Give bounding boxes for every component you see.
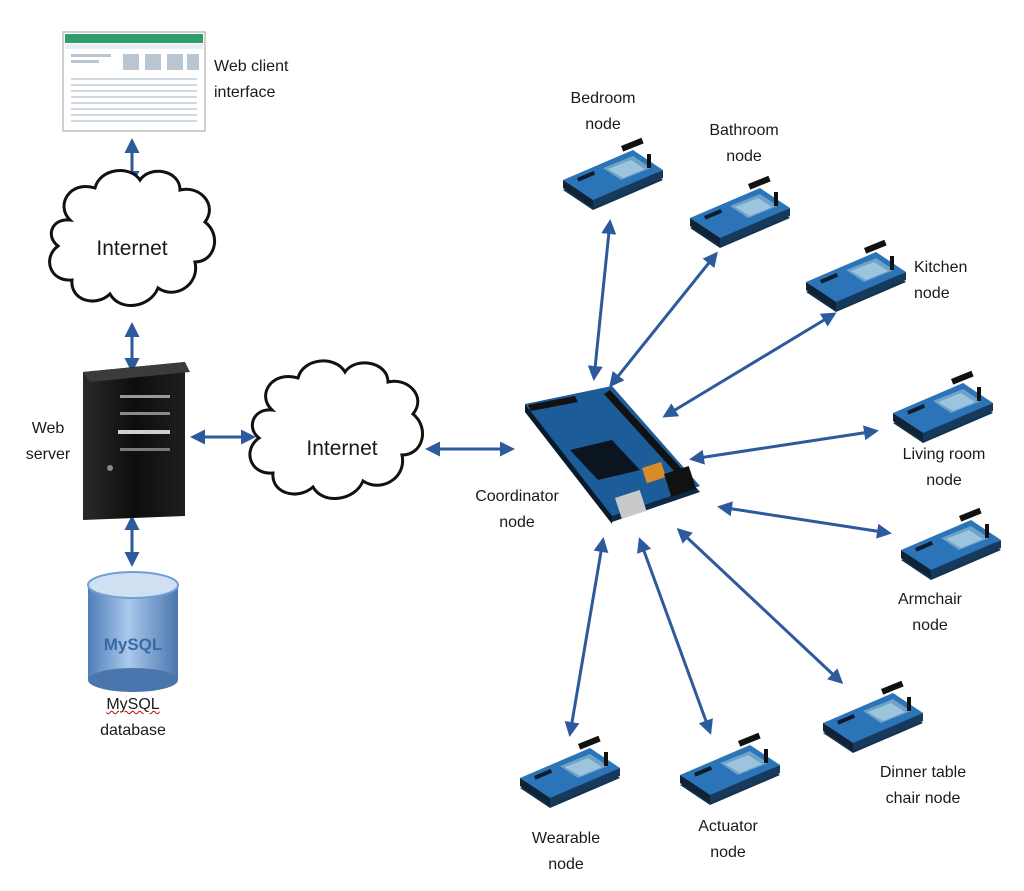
arrow-bathroom bbox=[609, 251, 718, 388]
actuator-label: Actuator node bbox=[698, 818, 758, 861]
web-client-label: Web client interface bbox=[214, 58, 289, 101]
web-client-screenshot bbox=[62, 31, 206, 132]
web-server-tower bbox=[83, 362, 190, 520]
bathroom-label: Bathroom node bbox=[709, 122, 779, 165]
wearable-label: Wearable node bbox=[531, 830, 601, 873]
arrow-armchair bbox=[717, 501, 892, 539]
arrow-living-room bbox=[689, 425, 879, 465]
mysql-database-label: MySQL database bbox=[100, 696, 166, 739]
arrow-wearable bbox=[564, 537, 609, 737]
bedroom-label: Bedroom node bbox=[570, 90, 636, 133]
kitchen-label: Kitchen node bbox=[914, 259, 968, 302]
kitchen-board bbox=[806, 239, 906, 312]
arrow-actuator bbox=[637, 537, 713, 735]
actuator-board bbox=[680, 732, 780, 805]
internet-label-top: Internet bbox=[96, 237, 168, 260]
dinner-chair-board bbox=[823, 680, 923, 753]
coordinator-board bbox=[525, 386, 700, 524]
arrow-kitchen bbox=[662, 312, 837, 418]
internet-cloud-middle bbox=[248, 359, 424, 500]
coordinator-label: Coordinator node bbox=[475, 488, 559, 531]
bedroom-board bbox=[563, 137, 663, 210]
living-room-board bbox=[893, 370, 993, 443]
bathroom-board bbox=[690, 175, 790, 248]
arrow-bedroom bbox=[587, 219, 617, 381]
internet-label-middle: Internet bbox=[306, 437, 378, 460]
armchair-board bbox=[901, 507, 1001, 580]
arrow-dinner-chair bbox=[676, 527, 844, 685]
mysql-database-cylinder bbox=[87, 571, 179, 692]
web-server-label: Web server bbox=[25, 420, 71, 463]
internet-cloud-top bbox=[48, 169, 216, 307]
living-room-label: Living room node bbox=[902, 446, 986, 489]
armchair-label: Armchair node bbox=[897, 591, 962, 634]
connection-arrows bbox=[124, 138, 892, 737]
wearable-board bbox=[520, 735, 620, 808]
mysql-logo: MySQL bbox=[103, 635, 163, 654]
dinner-chair-label: Dinner table chair node bbox=[879, 764, 967, 807]
